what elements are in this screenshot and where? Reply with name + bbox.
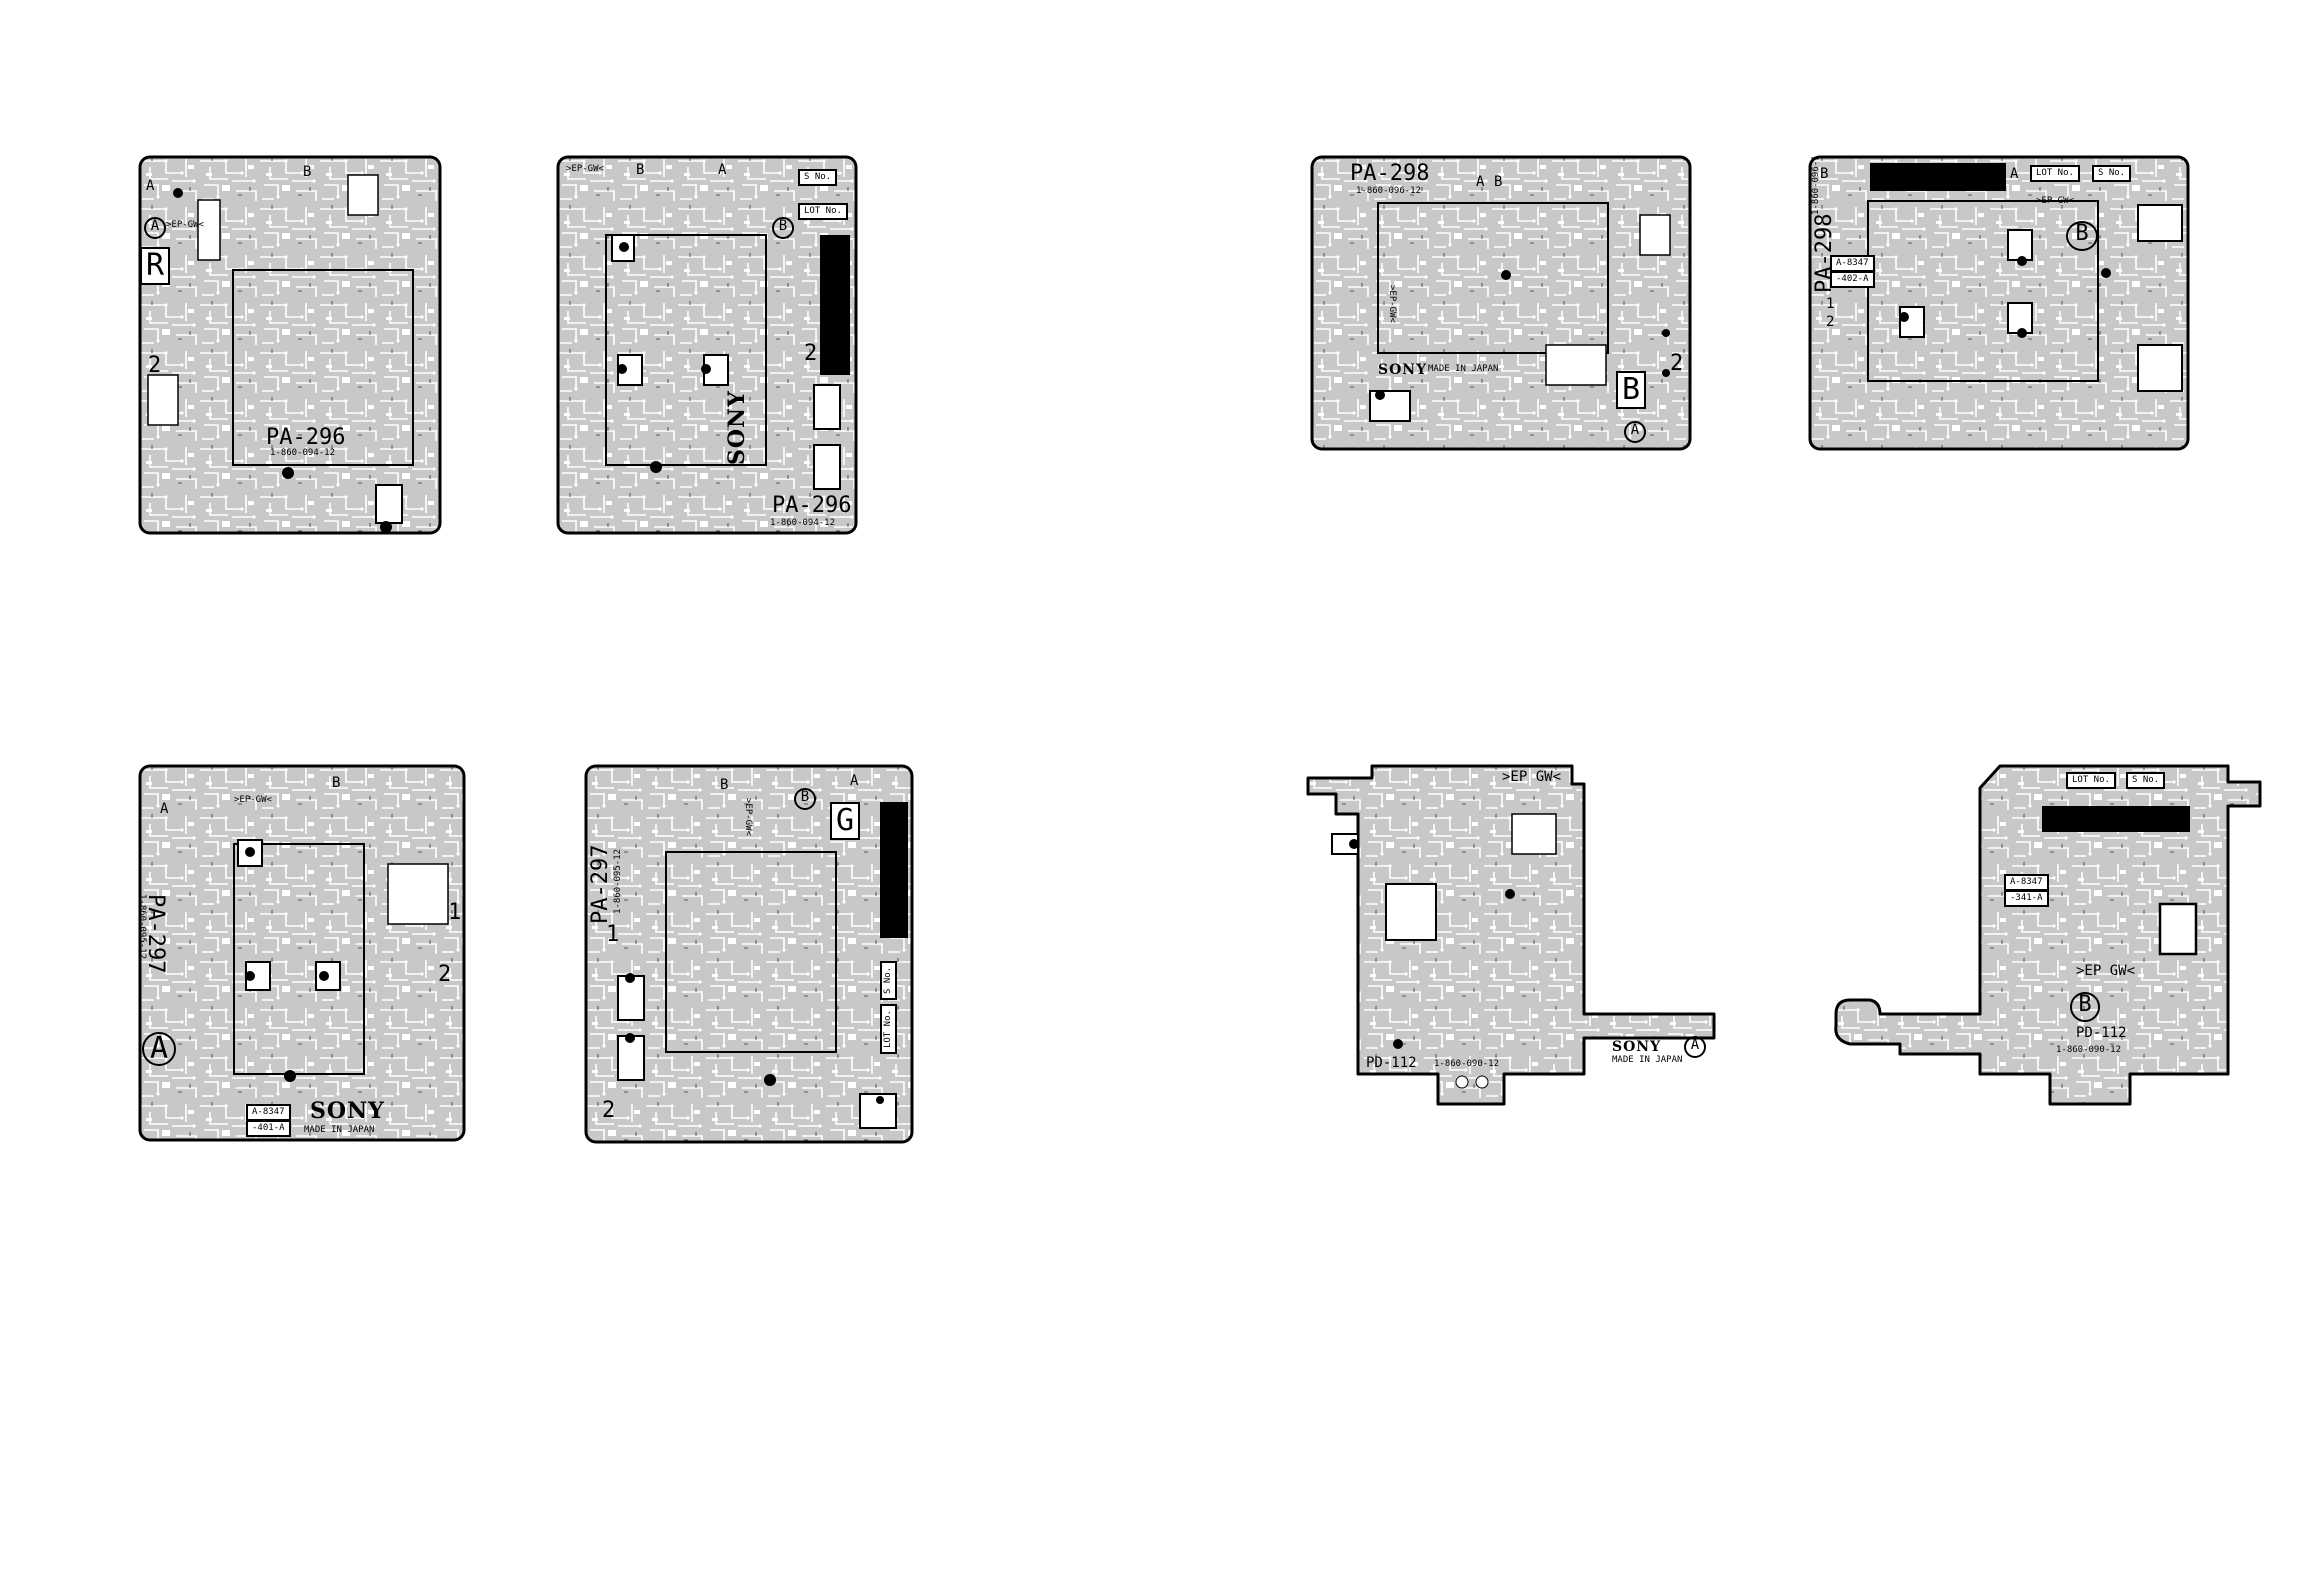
sony-logo: SONY: [1378, 362, 1428, 378]
sony-logo: SONY: [724, 390, 750, 465]
num-2-label: 2: [804, 341, 818, 366]
side-b-label: B: [720, 777, 729, 793]
circle-marker: A: [144, 217, 166, 239]
side-b-label: B: [303, 164, 312, 180]
num-1-label: 1: [1826, 296, 1835, 312]
assembly-number-1: A-8347: [2004, 874, 2049, 891]
made-in-japan: MADE IN JAPAN: [304, 1125, 375, 1135]
serial-block: [1870, 163, 2006, 191]
ep-marking: >EP-GW<: [1387, 285, 1397, 323]
pd112-board-b: LOT No. S No. A-8347 -341-A >EP GW< B PD…: [1830, 764, 2266, 1106]
side-b-label: B: [1494, 174, 1503, 190]
side-b-label: B: [1820, 166, 1829, 182]
circle-marker: B: [794, 788, 816, 810]
side-a-label: A: [718, 162, 727, 178]
assembly-number-2: -341-A: [2004, 890, 2049, 907]
serial-block: [2042, 806, 2190, 832]
assembly-number-2: -402-A: [1830, 271, 1875, 288]
made-in-japan: MADE IN JAPAN: [1612, 1055, 1683, 1065]
serial-box: S No.: [880, 960, 897, 1000]
made-in-japan: MADE IN JAPAN: [1428, 364, 1499, 374]
model-label: PA-297: [143, 894, 168, 974]
num-2-label: 2: [1826, 314, 1835, 330]
circle-marker: A: [1624, 421, 1646, 443]
num-1-label: 1: [448, 900, 462, 925]
serial-box: S No.: [2126, 772, 2166, 789]
circle-marker: B: [772, 217, 794, 239]
assembly-number-1: A-8347: [246, 1104, 291, 1121]
serial-box: S No.: [2092, 165, 2132, 182]
model-label: PA-298: [1350, 161, 1430, 186]
part-number: 1-860-096-12: [1811, 155, 1821, 215]
ep-marking: >EP-GW<: [234, 795, 272, 805]
model-label: PA-296: [772, 493, 852, 518]
side-b-label: B: [332, 775, 341, 791]
b-marker: B: [1616, 371, 1647, 409]
pd112-board-a: >EP GW< PD-112 1-860-090-12 SONY MADE IN…: [1302, 764, 1722, 1106]
circle-marker: B: [2070, 992, 2100, 1022]
part-number: 1-860-095-12: [138, 894, 147, 960]
assembly-number-2: -401-A: [246, 1120, 291, 1137]
side-b-label: B: [636, 162, 645, 178]
part-number: 1-860-090-12: [2056, 1045, 2122, 1055]
side-r-label: R: [140, 247, 171, 285]
num-2-label: 2: [148, 353, 162, 378]
pa298-board-b: B A LOT No. S No. >EP-GW< PA-298 1-860-0…: [1808, 155, 2190, 451]
model-label: PD-112: [1366, 1055, 1417, 1071]
part-number: 1-860-090-12: [1434, 1059, 1500, 1069]
part-number: 1-860-095-12: [613, 848, 623, 914]
pa296-board-b: >EP-GW< B A S No. LOT No. B SONY 2 PA-29…: [556, 155, 858, 535]
assembly-number-1: A-8347: [1830, 255, 1875, 272]
side-a-label: A: [1476, 174, 1485, 190]
ep-marking: >EP GW<: [2076, 963, 2136, 979]
part-number: 1-860-096-12: [1356, 186, 1422, 196]
sony-logo: SONY: [310, 1098, 385, 1124]
side-a-label: A: [160, 801, 169, 817]
sony-logo: SONY: [1612, 1039, 1662, 1055]
serial-block: [820, 235, 850, 375]
model-label: PD-112: [2076, 1025, 2127, 1041]
num-2-label: 2: [438, 962, 452, 987]
ep-marking: >EP GW<: [1502, 769, 1562, 785]
circle-marker: A: [142, 1032, 176, 1066]
serial-box: S No.: [798, 169, 838, 186]
pa298-board-a: PA-298 1-860-096-12 A B >EP-GW< SONY MAD…: [1310, 155, 1692, 451]
ep-marking: >EP-GW<: [2036, 196, 2074, 206]
num-2-label: 2: [1670, 351, 1684, 376]
model-label: PA-297: [588, 844, 613, 924]
part-number: 1-860-094-12: [270, 448, 336, 458]
part-number: 1-860-094-12: [770, 518, 836, 528]
num-1-label: 1: [606, 922, 620, 947]
circle-marker: A: [1684, 1036, 1706, 1058]
side-a-label: A: [2010, 166, 2019, 182]
circle-marker: B: [2066, 221, 2098, 251]
ep-marking: >EP-GW<: [166, 220, 204, 230]
model-label: PA-296: [266, 425, 346, 450]
side-g-label: G: [830, 802, 861, 840]
pa296-board-a: A B A >EP-GW< R 2 PA-296 1-860-094-12: [138, 155, 442, 535]
side-a-label: A: [146, 178, 155, 194]
serial-block: [880, 802, 908, 938]
num-2-label: 2: [602, 1098, 616, 1123]
lot-box: LOT No.: [2030, 165, 2080, 182]
side-a-label: A: [850, 773, 859, 789]
lot-box: LOT No.: [2066, 772, 2116, 789]
ep-marking: >EP-GW<: [566, 164, 604, 174]
pa297-board-b: B A B >EP-GW< G PA-297 1-860-095-12 1 2 …: [584, 764, 914, 1144]
pa297-board-a: A B >EP-GW< PA-297 1-860-095-12 1 2 A A-…: [138, 764, 466, 1142]
ep-marking: >EP-GW<: [743, 798, 753, 836]
lot-box: LOT No.: [880, 1004, 897, 1054]
lot-box: LOT No.: [798, 203, 848, 220]
